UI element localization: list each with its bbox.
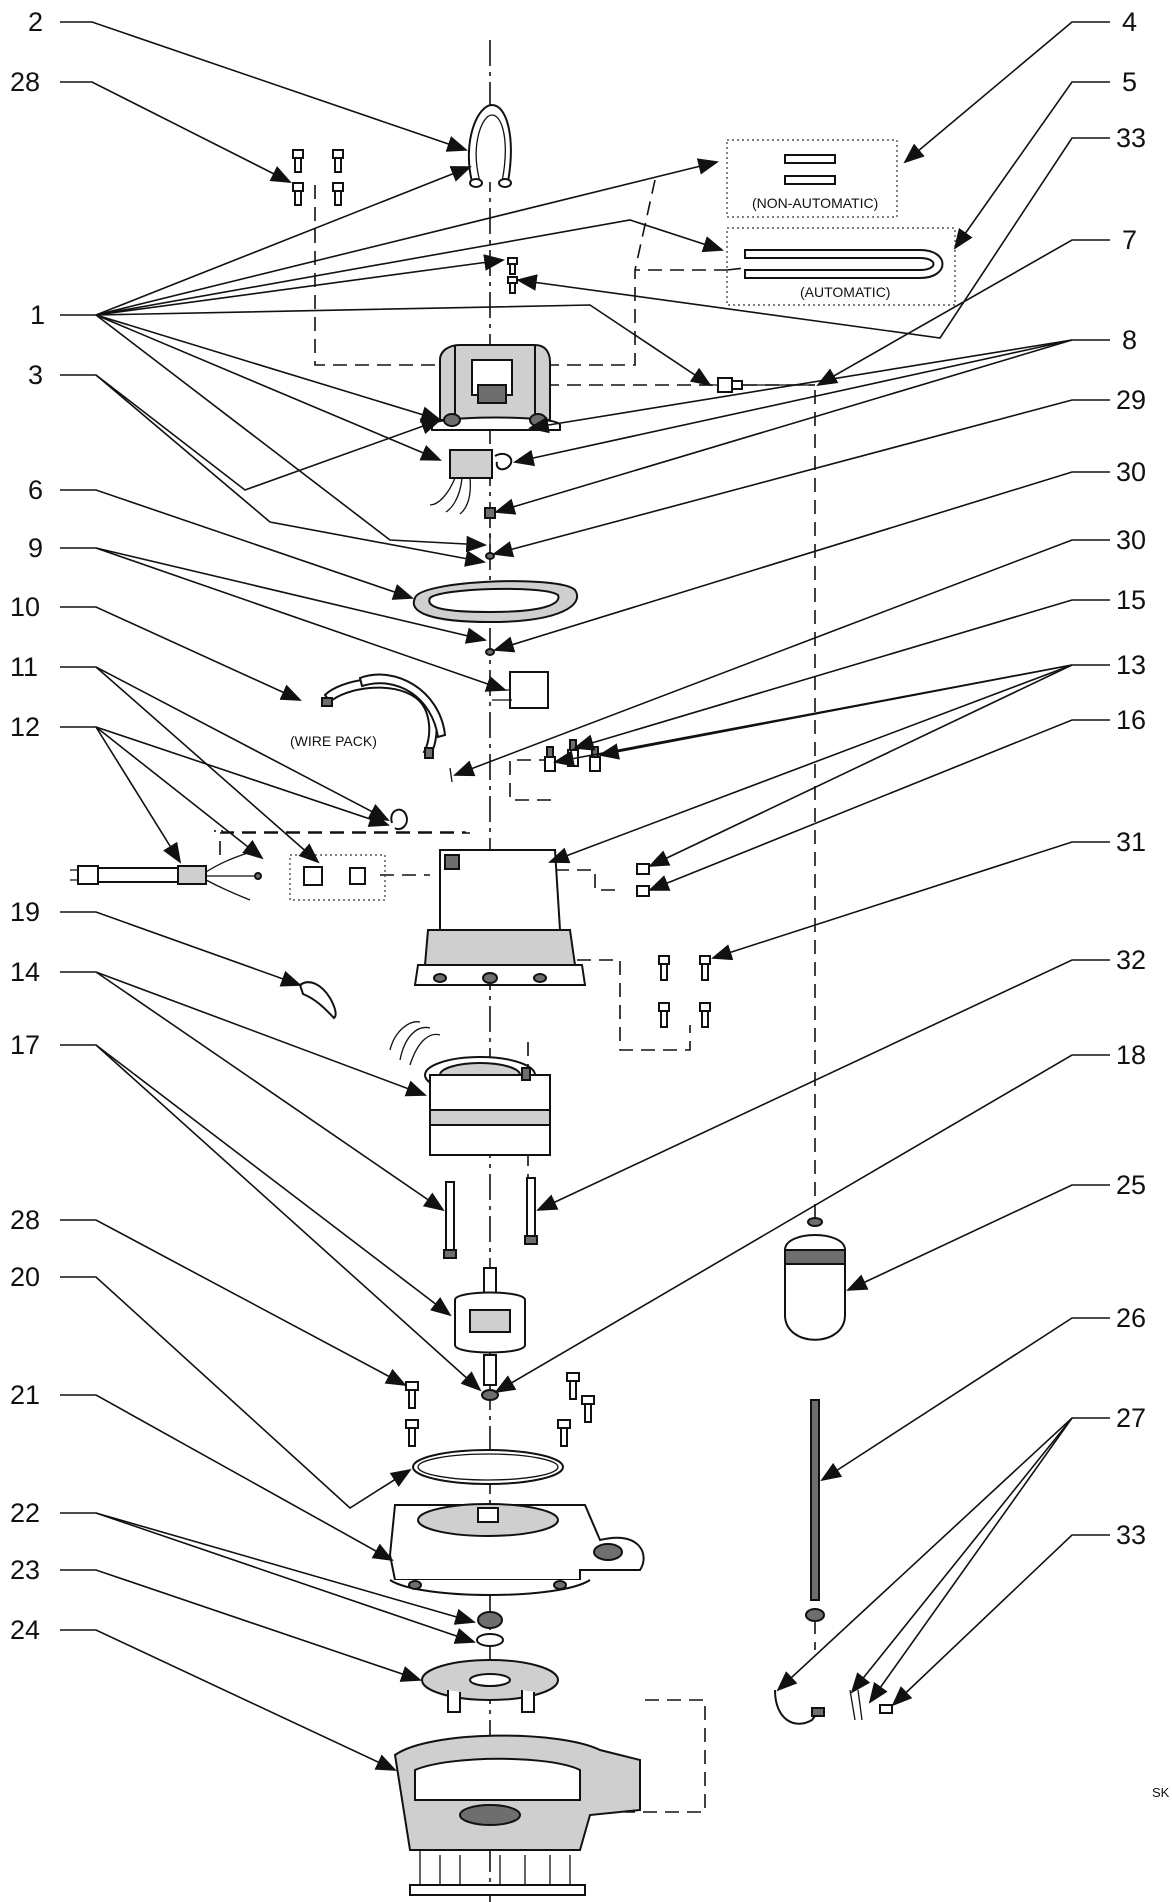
corner-code: SK bbox=[1152, 1785, 1170, 1800]
callout-left-1: 1 bbox=[30, 300, 45, 330]
callout-left-14: 14 bbox=[10, 957, 40, 987]
plug-part bbox=[349, 867, 366, 885]
impeller-nut-part bbox=[477, 1611, 503, 1629]
callout-left-6: 6 bbox=[28, 475, 43, 505]
guide-wire-pack-box bbox=[219, 832, 470, 855]
callout-right-8: 8 bbox=[1122, 325, 1137, 355]
callout-left-21: 21 bbox=[10, 1380, 40, 1410]
switch-assembly-part bbox=[429, 449, 513, 515]
o-ring-part bbox=[412, 1449, 564, 1485]
callout-right-29: 29 bbox=[1116, 385, 1146, 415]
impeller-part bbox=[421, 1659, 559, 1713]
guide-fittings bbox=[555, 869, 620, 891]
callout-left-10: 10 bbox=[10, 592, 40, 622]
power-cord-part bbox=[70, 851, 262, 901]
guide-screws-to-cap bbox=[314, 185, 440, 366]
callout-right-18: 18 bbox=[1116, 1040, 1146, 1070]
automatic-box bbox=[726, 227, 956, 306]
callout-right-25: 25 bbox=[1116, 1170, 1146, 1200]
callout-right-33b: 33 bbox=[1116, 1520, 1146, 1550]
callout-right-5: 5 bbox=[1122, 67, 1137, 97]
screw-19-part bbox=[298, 981, 337, 1020]
impeller-washer-part bbox=[476, 1633, 504, 1647]
callout-right-30b: 30 bbox=[1116, 525, 1146, 555]
seal-part bbox=[481, 1389, 499, 1401]
volute-part bbox=[393, 1734, 641, 1896]
callout-right-7: 7 bbox=[1122, 225, 1137, 255]
callout-left-20: 20 bbox=[10, 1262, 40, 1292]
capacitor-part bbox=[485, 648, 549, 709]
callouts-right: 4 5 33 7 8 29 30 30 15 13 16 31 32 18 25… bbox=[1116, 7, 1146, 1550]
parts bbox=[70, 103, 956, 1896]
guide-clip-to-volute bbox=[625, 1699, 706, 1813]
motor-housing-part bbox=[413, 849, 587, 986]
gasket-part bbox=[412, 580, 578, 624]
note-wire-pack: (WIRE PACK) bbox=[290, 733, 377, 749]
handle-part bbox=[467, 103, 512, 188]
stator-part bbox=[389, 1021, 551, 1156]
callout-left-23: 23 bbox=[10, 1555, 40, 1585]
callout-left-11: 11 bbox=[10, 652, 38, 682]
motor-cap-part bbox=[431, 344, 561, 431]
long-bolts-part bbox=[443, 1177, 538, 1259]
rod-clips-part bbox=[774, 1689, 893, 1725]
small-screws-part bbox=[507, 257, 518, 294]
leader-lines bbox=[60, 21, 1110, 1771]
guide-bolts-to-base bbox=[555, 959, 691, 1051]
callout-right-16: 16 bbox=[1116, 705, 1146, 735]
callout-right-15: 15 bbox=[1116, 585, 1146, 615]
non-auto-bar-bottom bbox=[784, 175, 836, 185]
callout-left-28b: 28 bbox=[10, 1205, 40, 1235]
cap-screws-part bbox=[292, 149, 344, 206]
lower-pin-part bbox=[449, 767, 453, 783]
guide-cap-to-switch-note bbox=[545, 269, 727, 366]
callouts-left: 2 28 1 3 6 9 10 11 12 19 14 17 28 20 21 … bbox=[10, 7, 45, 1645]
callout-left-3: 3 bbox=[28, 360, 43, 390]
base-screws-part bbox=[405, 1372, 595, 1447]
float-rod-part bbox=[805, 1399, 825, 1622]
callout-right-4: 4 bbox=[1122, 7, 1137, 37]
washer-part bbox=[485, 552, 495, 560]
callout-right-26: 26 bbox=[1116, 1303, 1146, 1333]
guide-switch-to-auto bbox=[726, 267, 746, 271]
callout-right-32: 32 bbox=[1116, 945, 1146, 975]
housing-bolts-part bbox=[658, 955, 711, 1028]
automatic-switch-part bbox=[744, 249, 944, 279]
callout-right-31: 31 bbox=[1116, 827, 1146, 857]
wire-pack-part bbox=[321, 673, 447, 759]
callout-right-27: 27 bbox=[1116, 1403, 1146, 1433]
callout-left-24: 24 bbox=[10, 1615, 40, 1645]
terminal-fittings-part bbox=[544, 739, 650, 897]
callout-right-33: 33 bbox=[1116, 123, 1146, 153]
note-automatic: (AUTOMATIC) bbox=[800, 284, 890, 300]
callout-left-28: 28 bbox=[10, 67, 40, 97]
callout-left-12: 12 bbox=[10, 712, 40, 742]
callout-right-30: 30 bbox=[1116, 457, 1146, 487]
note-non-automatic: (NON-AUTOMATIC) bbox=[752, 195, 878, 211]
float-part bbox=[784, 1217, 846, 1341]
callout-left-2: 2 bbox=[28, 7, 43, 37]
callout-left-17: 17 bbox=[10, 1030, 40, 1060]
seal-plate-part bbox=[388, 1503, 645, 1596]
bushing-part bbox=[303, 866, 323, 886]
grommet-part bbox=[484, 507, 496, 519]
guide-screws-to-top bbox=[509, 759, 575, 801]
callout-left-9: 9 bbox=[28, 533, 43, 563]
callout-left-22: 22 bbox=[10, 1498, 40, 1528]
callout-left-19: 19 bbox=[10, 897, 40, 927]
rotor-part bbox=[454, 1267, 526, 1386]
callout-right-13: 13 bbox=[1116, 650, 1146, 680]
strain-relief-part bbox=[390, 808, 408, 831]
non-automatic-box bbox=[726, 139, 898, 218]
non-auto-bar-top bbox=[784, 154, 836, 164]
